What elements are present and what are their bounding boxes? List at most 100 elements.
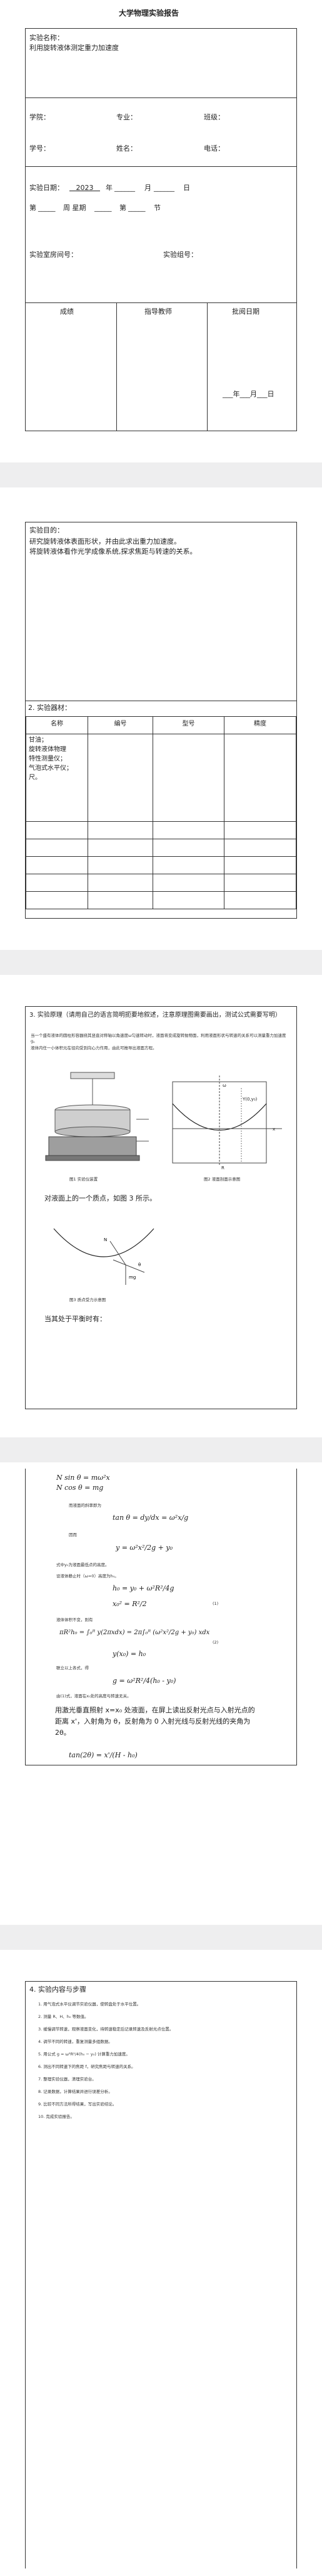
section-label: 节 bbox=[154, 204, 161, 212]
equipment-list-cell: 甘油； 旋转液体物理 特性测量仪； 气泡式水平仪； 尺。 bbox=[26, 734, 88, 822]
header-model: 型号 bbox=[153, 716, 224, 734]
page-2: 实验目的： 研究旋转液体表面形状，并由此求出重力加速度。 将旋转液体看作光学成像… bbox=[0, 487, 322, 950]
svg-text:θ: θ bbox=[138, 1262, 141, 1267]
header-number: 编号 bbox=[88, 716, 153, 734]
fig2-caption: 图2 液面剖面示意图 bbox=[204, 1177, 241, 1182]
eq-yx0: y(x₀) = h₀ bbox=[113, 1650, 146, 1658]
slope-text: 对液面上的一个质点，如图 3 所示。 bbox=[44, 1194, 156, 1202]
page-3: 3. 实验原理（请用自己的语言简明扼要地叙述，注意原理图需要画出，测试公式需要写… bbox=[0, 975, 322, 1437]
major-field: 专业： bbox=[116, 113, 137, 121]
svg-text:x: x bbox=[273, 1127, 275, 1132]
student-name-field: 姓名： bbox=[116, 144, 137, 152]
note-slope: 而液面的斜率即为 bbox=[69, 1503, 101, 1508]
content-steps-section: 4. 实验内容与步骤 1. 用气泡式水平仪调节实验仪器，使转盘处于水平位置。 2… bbox=[25, 1981, 297, 2569]
eq-tan2theta: tan(2θ) = x'/(H - h₀) bbox=[69, 1751, 138, 1759]
svg-text:N: N bbox=[104, 1237, 107, 1242]
purpose-line-1: 研究旋转液体表面形状，并由此求出重力加速度。 bbox=[29, 537, 181, 546]
step-5: 5. 用公式 g = ω²R²/4(h₀ − y₀) 计算重力加速度。 bbox=[38, 2052, 130, 2057]
week-line: _____ bbox=[38, 204, 56, 212]
note-h0: 设液体静止时（ω=0）高度为h₀。 bbox=[56, 1574, 119, 1579]
note-y0: 式中y₀为液面最低点的高度。 bbox=[56, 1562, 109, 1567]
equipment-item: 气泡式水平仪； bbox=[29, 765, 73, 772]
eq2-number: (2) bbox=[213, 1640, 219, 1645]
step-7: 7. 整理实验仪器，清理实验台。 bbox=[38, 2077, 96, 2082]
svg-text:mg: mg bbox=[129, 1275, 136, 1280]
note-independent: 由(1)式，液面在x₀处的高度与转速无关。 bbox=[56, 1694, 131, 1699]
content-title: 4. 实验内容与步骤 bbox=[29, 1985, 86, 1994]
date-day: 日 bbox=[183, 184, 190, 192]
svg-text:ω: ω bbox=[223, 1083, 226, 1088]
eq-h0: h₀ = y₀ + ω²R²/4g bbox=[113, 1584, 174, 1592]
step-8: 8. 记录数据，计算结果并进行误差分析。 bbox=[38, 2089, 113, 2094]
eq1-number: (1) bbox=[213, 1601, 219, 1606]
page-1: 大学物理实验报告 实验名称： 利用旋转液体测定重力加速度 学院： 专业： 班级：… bbox=[0, 0, 322, 462]
step-6: 6. 测出不同转速下的焦距 f，研究焦距与转速的关系。 bbox=[38, 2064, 136, 2069]
step-2: 2. 测量 R、H、h₀ 等数值。 bbox=[38, 2014, 89, 2019]
room-field: 实验室房间号： bbox=[29, 251, 78, 259]
liquid-surface-figure: ω Y(0,y₀) x R bbox=[172, 1076, 282, 1171]
group-field: 实验组号： bbox=[163, 251, 198, 259]
laser-paragraph: 用激光垂直照射 x=x₀ 处液面，在屏上读出反射光点与入射光点的距离 x'，入射… bbox=[55, 1706, 255, 1737]
college-field: 学院： bbox=[29, 113, 50, 121]
note-volume: 液体体积不变，则有 bbox=[56, 1617, 93, 1622]
teacher-header: 指导教师 bbox=[144, 307, 172, 316]
purpose-label: 实验目的： bbox=[29, 526, 64, 534]
equipment-label: 2. 实验器材： bbox=[28, 704, 71, 712]
principle-title: 3. 实验原理（请用自己的语言简明扼要地叙述，注意原理图需要画出，测试公式需要写… bbox=[29, 1012, 281, 1019]
experiment-name-value: 利用旋转液体测定重力加速度 bbox=[29, 44, 119, 52]
eq-x0: x₀² = R²/2 bbox=[113, 1600, 147, 1608]
step-4: 4. 调节不同的转速，重复测量多组数据。 bbox=[38, 2039, 113, 2044]
eq-volume: πR²h₀ = ∫₀ᴿ y(2πxdx) = 2π∫₀ᴿ (ω²x²/2g + … bbox=[59, 1629, 210, 1636]
section-prefix: 第 bbox=[119, 204, 126, 212]
grade-header: 成绩 bbox=[60, 307, 74, 316]
date-month: 月 bbox=[144, 184, 151, 192]
phone-field: 电话： bbox=[204, 144, 224, 152]
eq-tan: tan θ = dy/dx = ω²x/g bbox=[113, 1514, 189, 1522]
principle-section: 3. 实验原理（请用自己的语言简明扼要地叙述，注意原理图需要画出，测试公式需要写… bbox=[25, 1006, 297, 1409]
weekday-line: _____ bbox=[94, 204, 112, 212]
svg-text:R: R bbox=[221, 1166, 224, 1171]
fig3-caption: 图3 质点受力示意图 bbox=[69, 1297, 106, 1302]
svg-text:Y(0,y₀): Y(0,y₀) bbox=[242, 1097, 258, 1102]
week-label: 周 星期 bbox=[63, 204, 86, 212]
equipment-item: 甘油； bbox=[29, 737, 48, 744]
derivation-section: N sin θ = mω²x N cos θ = mg 而液面的斜率即为 tan… bbox=[25, 1469, 297, 1765]
date-year: 2023 bbox=[76, 184, 94, 192]
date-year-suffix: 年 bbox=[106, 184, 113, 192]
step-1: 1. 用气泡式水平仪调节实验仪器，使转盘处于水平位置。 bbox=[38, 2002, 141, 2007]
date-month-line: ______ bbox=[114, 184, 135, 192]
section-line: _____ bbox=[128, 204, 146, 212]
principle-body-2: 液体内任一小体积元在径向受到向心力作用，由此可推导出液面方程。 bbox=[31, 1046, 157, 1051]
page-4: N sin θ = mω²x N cos θ = mg 而液面的斜率即为 tan… bbox=[0, 1462, 322, 1925]
purpose-line-2: 将旋转液体看作光学成像系统,探求焦距与转速的关系。 bbox=[29, 547, 197, 556]
eq-nsin: N sin θ = mω²x bbox=[56, 1474, 110, 1482]
cover-form: 实验名称： 利用旋转液体测定重力加速度 学院： 专业： 班级： 学号： 姓名： … bbox=[25, 28, 297, 431]
approve-date-header: 批阅日期 bbox=[232, 307, 259, 316]
equipment-item: 特性测量仪； bbox=[29, 756, 66, 762]
force-figure: mg N θ bbox=[53, 1228, 154, 1285]
equipment-item: 旋转液体物理 bbox=[29, 746, 66, 753]
eq-ncos: N cos θ = mg bbox=[56, 1484, 104, 1492]
class-field: 班级： bbox=[204, 113, 224, 121]
fig1-caption: 图1 实验仪装置 bbox=[69, 1177, 98, 1182]
note-combine: 联立以上各式，得 bbox=[56, 1665, 89, 1670]
apparatus-figure bbox=[45, 1072, 149, 1161]
step-9: 9. 比较不同方法所得结果，写出实验结论。 bbox=[38, 2102, 117, 2107]
date-label: 实验日期： bbox=[29, 184, 64, 192]
equilibrium-text: 当其处于平衡时有： bbox=[44, 1315, 106, 1323]
principle-body-1: 当一个盛有液体的圆柱形容器绕其竖直对称轴以角速度ω匀速转动时，液面将变成旋转抛物… bbox=[31, 1033, 286, 1044]
eq-y: y = ω²x²/2g + y₀ bbox=[116, 1544, 173, 1552]
date-day-line: ______ bbox=[154, 184, 174, 192]
equipment-table: 名称 编号 型号 精度 甘油； 旋转液体物理 特性测量仪； 气泡式水平仪； 尺。 bbox=[26, 716, 296, 909]
header-name: 名称 bbox=[26, 716, 88, 734]
step-3: 3. 缓慢调节转速，观察液面变化，待转速稳定后记录转速及反射光点位置。 bbox=[38, 2027, 174, 2032]
student-id-field: 学号： bbox=[29, 144, 50, 152]
note-thus: 因而 bbox=[69, 1532, 77, 1537]
approve-date-fill: ___年___月___日 bbox=[223, 390, 274, 398]
eq-g: g = ω²R²/4(h₀ - y₀) bbox=[113, 1677, 176, 1685]
experiment-name-label: 实验名称： bbox=[29, 34, 64, 42]
page-5: 4. 实验内容与步骤 1. 用气泡式水平仪调节实验仪器，使转盘处于水平位置。 2… bbox=[0, 1950, 322, 2576]
equipment-item: 尺。 bbox=[29, 774, 41, 781]
step-10: 10. 完成实验报告。 bbox=[38, 2114, 74, 2119]
purpose-equipment-form: 实验目的： 研究旋转液体表面形状，并由此求出重力加速度。 将旋转液体看作光学成像… bbox=[25, 522, 297, 919]
